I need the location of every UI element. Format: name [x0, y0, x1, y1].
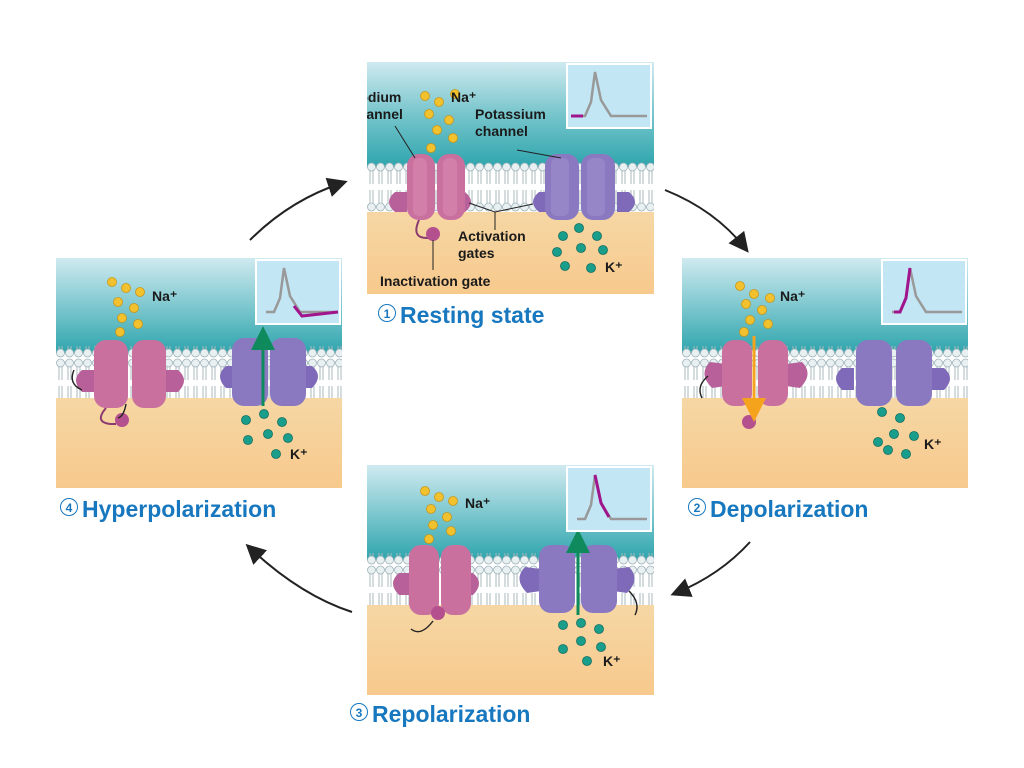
step-number: 1: [378, 304, 396, 322]
sodium-channel-resetting: [71, 340, 184, 427]
arrow-2-to-3: [670, 541, 751, 597]
potassium-channel-open: [220, 326, 318, 406]
graph-inset: [881, 259, 967, 325]
graph-inset: [566, 466, 652, 532]
potassium-channel: [533, 154, 635, 220]
arrow-4-to-1: [249, 177, 348, 241]
step-number: 3: [350, 703, 368, 721]
potassium-channel-closed: [836, 340, 950, 406]
na-label: Na⁺: [152, 288, 178, 304]
state-label: Repolarization: [372, 701, 531, 727]
panel-resting: Sodium channel Na⁺ Potassium channel Act…: [367, 62, 654, 294]
graph-inset: [566, 63, 652, 129]
panel-depolarization: Na⁺ K⁺: [682, 258, 968, 488]
k-label: K⁺: [924, 436, 942, 452]
na-label: Na⁺: [451, 89, 477, 105]
step-number: 2: [688, 498, 706, 516]
panel-hyperpolarization: Na⁺ K⁺: [56, 258, 342, 488]
k-label: K⁺: [290, 446, 308, 462]
potassium-channel-label: Potassium channel: [475, 106, 546, 139]
step-number: 4: [60, 498, 78, 516]
k-label: K⁺: [605, 259, 623, 275]
na-label: Na⁺: [465, 495, 491, 511]
sodium-channel-inactivated: [393, 545, 479, 633]
k-label: K⁺: [603, 653, 621, 669]
sodium-channel: [389, 154, 471, 241]
potassium-channel-open: [519, 529, 638, 616]
state-label: Hyperpolarization: [82, 496, 277, 522]
state-label: Resting state: [400, 302, 545, 328]
arrow-1-to-2: [664, 189, 749, 253]
sodium-channel-open: [699, 336, 808, 429]
graph-inset: [255, 259, 341, 325]
state-label: Depolarization: [710, 496, 869, 522]
arrow-3-to-4: [245, 543, 353, 613]
sodium-channel-label: Sodium channel: [367, 89, 403, 122]
inactivation-gate-label: Inactivation gate: [380, 273, 491, 289]
activation-gates-label: Activation gates: [458, 228, 526, 261]
panel-repolarization: Na⁺ K⁺: [367, 465, 654, 695]
na-label: Na⁺: [780, 288, 806, 304]
